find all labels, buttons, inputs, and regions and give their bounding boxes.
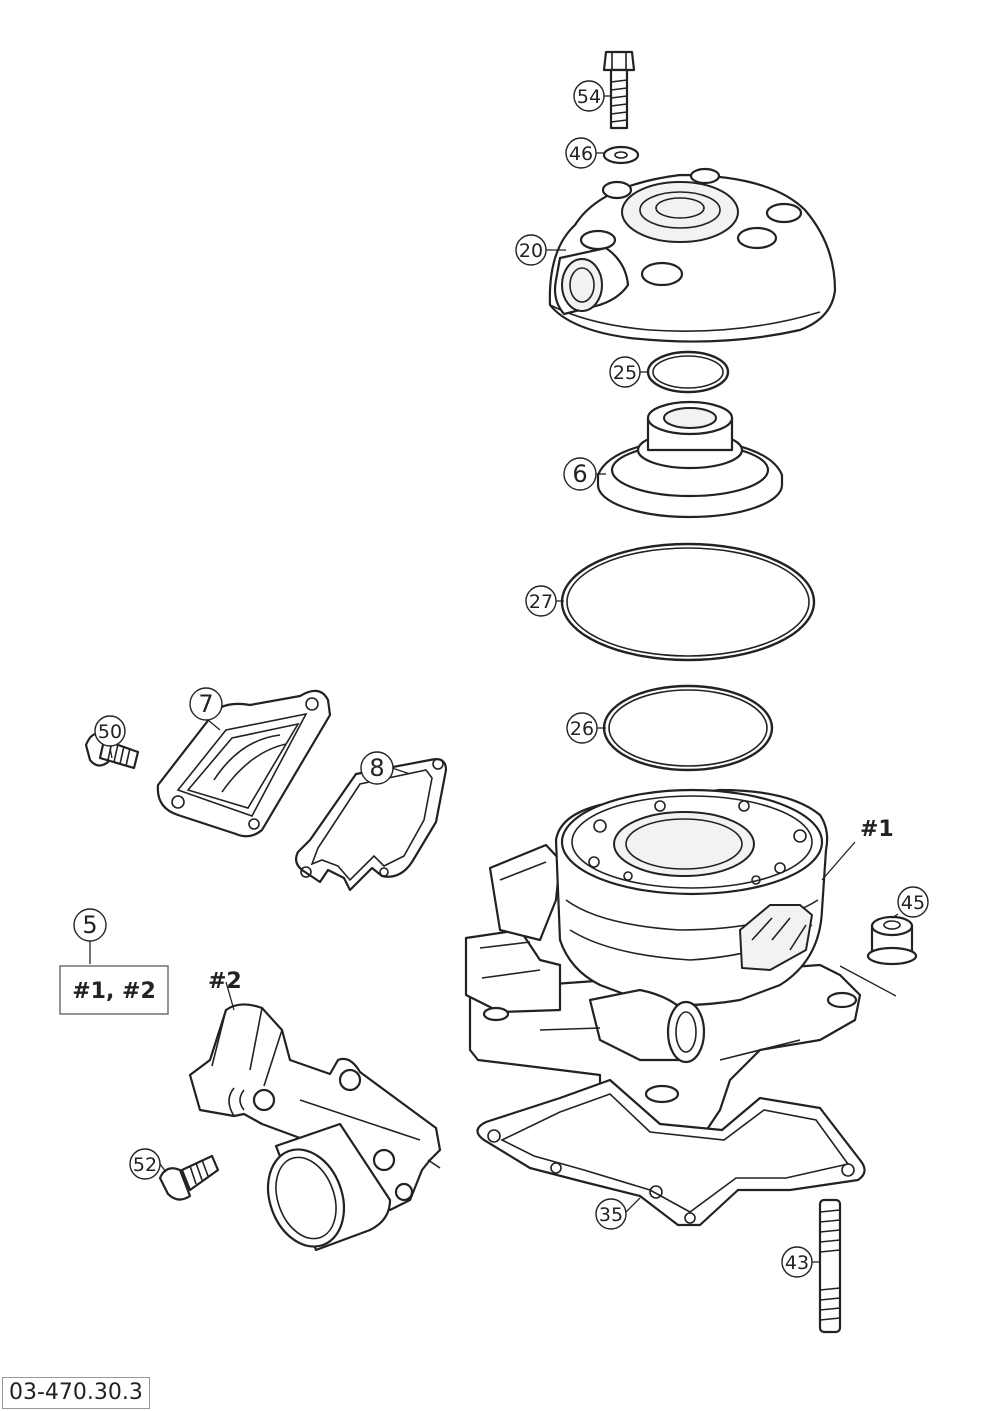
o-ring-27 [560,542,816,662]
callout-20: 20 [515,234,547,266]
valve-cover-7 [156,689,332,838]
assembly-label-cylinder: #1 [860,817,894,842]
callout-54: 54 [573,80,605,112]
svg-text:27: 27 [529,591,553,613]
drawing-number: 03-470.30.3 [2,1377,150,1409]
callout-45: 45 [897,886,929,918]
o-ring-26 [602,684,774,772]
svg-text:26: 26 [570,718,594,740]
callout-43: 43 [781,1246,813,1278]
svg-text:20: 20 [519,240,543,262]
svg-text:52: 52 [133,1154,157,1176]
svg-text:7: 7 [198,690,213,718]
cylinder-assembly-1 [464,788,862,1142]
svg-text:50: 50 [98,721,122,743]
callout-27: 27 [525,585,557,617]
callout-7: 7 [189,687,223,721]
callout-25: 25 [609,356,641,388]
callout-50: 50 [94,715,126,747]
exhaust-valve-assembly-2 [188,1003,442,1252]
bolt-52 [158,1154,220,1201]
stud-43 [818,1198,842,1334]
nut-45 [866,915,918,966]
callout-52: 52 [129,1148,161,1180]
svg-text:5: 5 [82,911,97,939]
cylinder-head-20 [548,167,837,343]
callout-46: 46 [565,137,597,169]
svg-text:46: 46 [569,143,593,165]
bolt-54 [602,50,636,130]
gasket-8 [295,758,448,892]
leader-lines [89,95,899,1263]
callout-8: 8 [360,751,394,785]
svg-text:25: 25 [613,362,637,384]
head-insert-6 [596,400,784,519]
svg-text:8: 8 [369,754,384,782]
svg-text:45: 45 [901,892,925,914]
svg-text:54: 54 [577,86,601,108]
svg-text:43: 43 [785,1252,809,1274]
o-ring-25 [646,350,730,394]
svg-text:#1, #2: #1, #2 [72,979,156,1004]
callout-6: 6 [563,457,597,491]
washer-46 [602,145,640,165]
base-gasket-35 [476,1078,866,1227]
svg-text:35: 35 [599,1204,623,1226]
kit-box: #1, #2 [59,965,169,1015]
callout-26: 26 [566,712,598,744]
svg-text:6: 6 [572,460,587,488]
callout-35: 35 [595,1198,627,1230]
callout-5: 5 [73,908,107,942]
assembly-label-exhaust-valve: #2 [208,969,242,994]
